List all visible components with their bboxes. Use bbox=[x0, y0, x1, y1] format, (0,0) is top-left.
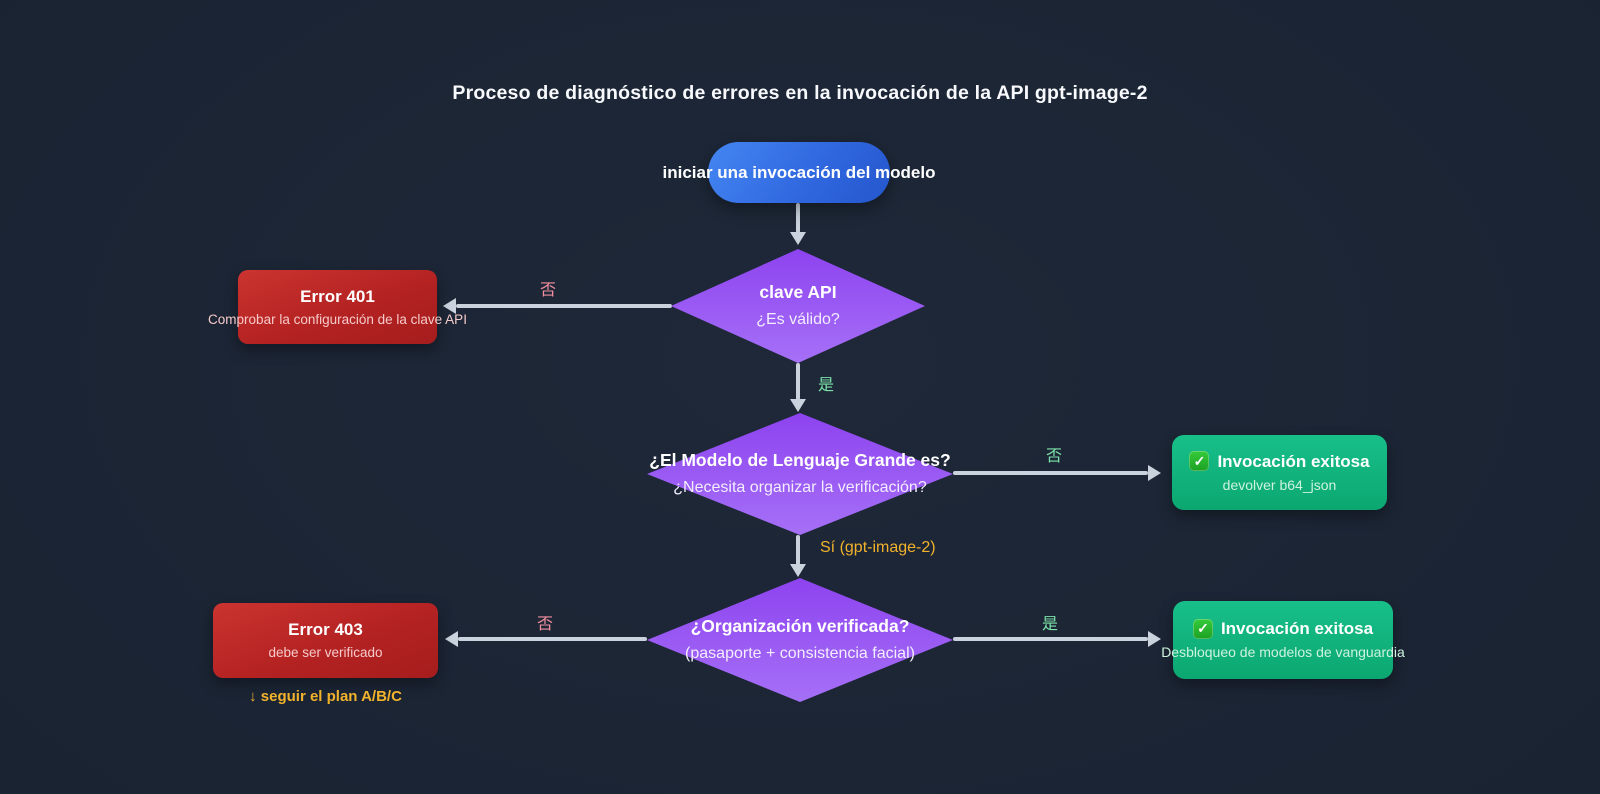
edge-org-to-frontier bbox=[953, 637, 1148, 641]
success-frontier-title: Invocación exitosa bbox=[1220, 619, 1374, 638]
edge-label-model-no: 否 bbox=[1046, 448, 1063, 465]
arrowhead-down-icon bbox=[790, 399, 806, 412]
start-label: iniciar una invocación del modelo bbox=[662, 162, 936, 182]
edge-apikey-to-error401 bbox=[456, 304, 672, 308]
edge-label-org-no: 否 bbox=[537, 616, 554, 633]
node-error-403: Error 403 debe ser verificado bbox=[213, 603, 438, 678]
start-pill-shape bbox=[708, 142, 890, 203]
success-b64-subtitle: devolver b64_json bbox=[1222, 476, 1337, 493]
decision-org-subtitle: (pasaporte + consistencia facial) bbox=[685, 645, 915, 662]
decision-api-key-text: clave API ¿Es válido? bbox=[756, 279, 840, 333]
edge-label-model-yes: Sí (gpt-image-2) bbox=[820, 539, 936, 556]
decision-model-text: ¿El Modelo de Lenguaje Grande es? ¿Neces… bbox=[649, 447, 950, 501]
decision-org-title: ¿Organización verificada? bbox=[690, 616, 910, 636]
node-decision-api-key: clave API ¿Es válido? bbox=[671, 249, 925, 363]
success-b64-title-row: ✓ Invocación exitosa bbox=[1189, 449, 1370, 474]
edge-label-apikey-yes: 是 bbox=[818, 377, 835, 394]
decision-model-subtitle: ¿Necesita organizar la verificación? bbox=[673, 479, 927, 496]
node-start: iniciar una invocación del modelo bbox=[662, 142, 936, 203]
success-frontier-subtitle: Desbloqueo de modelos de vanguardia bbox=[1161, 644, 1405, 660]
arrowhead-down-icon bbox=[790, 232, 806, 245]
node-decision-org: ¿Organización verificada? (pasaporte + c… bbox=[647, 578, 953, 702]
edge-model-to-org bbox=[796, 535, 800, 565]
edge-apikey-to-model bbox=[796, 363, 800, 400]
error-403-title: Error 403 bbox=[288, 620, 363, 639]
error-401-title: Error 401 bbox=[300, 286, 375, 306]
decision-model-title: ¿El Modelo de Lenguaje Grande es? bbox=[649, 450, 951, 470]
success-frontier-title-row: ✓ Invocación exitosa bbox=[1192, 616, 1374, 641]
edge-label-apikey-no: 否 bbox=[540, 282, 557, 299]
node-success-frontier: ✓ Invocación exitosa Desbloqueo de model… bbox=[1161, 601, 1405, 679]
edge-start-to-apikey bbox=[796, 203, 800, 233]
arrowhead-right-icon bbox=[1148, 465, 1161, 481]
error-401-subtitle: Comprobar la configuración de la clave A… bbox=[208, 311, 467, 327]
decision-api-key-title: clave API bbox=[759, 282, 837, 302]
arrowhead-left-icon bbox=[445, 631, 458, 647]
edge-org-to-error403 bbox=[458, 637, 647, 641]
edge-label-org-yes: 是 bbox=[1042, 616, 1059, 633]
success-b64-title: Invocación exitosa bbox=[1217, 451, 1370, 471]
edge-model-to-success bbox=[953, 471, 1148, 475]
diagram-title: Proceso de diagnóstico de errores en la … bbox=[452, 82, 1148, 104]
check-icon: ✓ bbox=[1192, 618, 1213, 639]
error-403-plan-note: ↓ seguir el plan A/B/C bbox=[249, 688, 402, 705]
arrowhead-down-icon bbox=[790, 564, 806, 577]
decision-api-key-subtitle: ¿Es válido? bbox=[756, 311, 840, 328]
node-decision-model: ¿El Modelo de Lenguaje Grande es? ¿Neces… bbox=[647, 413, 953, 535]
node-success-b64: ✓ Invocación exitosa devolver b64_json bbox=[1172, 435, 1387, 510]
error-403-subtitle: debe ser verificado bbox=[268, 645, 383, 660]
arrowhead-left-icon bbox=[443, 298, 456, 314]
arrowhead-right-icon bbox=[1148, 631, 1161, 647]
node-error-401: Error 401 Comprobar la configuración de … bbox=[208, 270, 467, 344]
check-icon: ✓ bbox=[1189, 451, 1210, 471]
decision-org-text: ¿Organización verificada? (pasaporte + c… bbox=[685, 613, 915, 667]
